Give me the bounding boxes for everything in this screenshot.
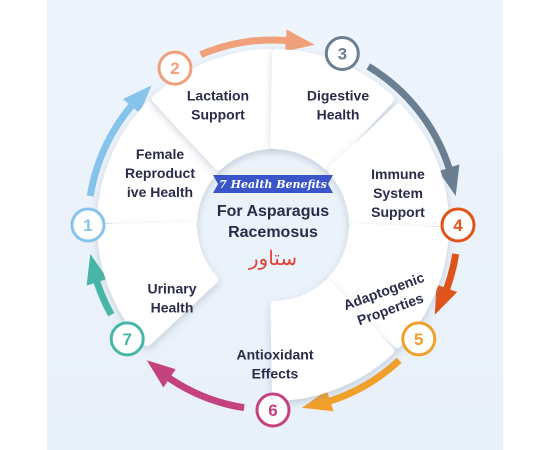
- benefit-card-1: [97, 101, 220, 227]
- center-title-line2: Racemosus: [228, 224, 318, 241]
- ring-arc-6: [159, 369, 245, 412]
- center-block: 7 Health Benefits For Asparagus Racemosu…: [213, 175, 333, 270]
- number-badge-7: [109, 321, 145, 357]
- number-badge-text-6: 6: [268, 401, 277, 420]
- benefit-label-line: Health: [151, 300, 194, 316]
- benefit-card-3: [270, 49, 395, 171]
- benefit-label-line: Health: [317, 107, 360, 123]
- number-badge-text-5: 5: [414, 330, 423, 349]
- benefit-label-line: Effects: [252, 366, 299, 382]
- center-urdu-text: ستاور: [248, 246, 297, 270]
- ring-arrowhead-6: [146, 360, 176, 388]
- benefit-card-4: [327, 103, 449, 228]
- benefit-label-line: Reproduct: [125, 165, 195, 181]
- ring-arc-1: [86, 96, 141, 197]
- arrow-ring: [86, 29, 460, 412]
- number-badge-text-3: 3: [338, 44, 347, 63]
- ring-arc-3: [366, 63, 456, 179]
- number-badge-6: [255, 392, 291, 428]
- number-badge-3: [324, 35, 360, 71]
- benefit-label-line: Support: [371, 204, 425, 220]
- center-banner-text: 7 Health Benefits: [219, 178, 327, 191]
- number-badge-5: [401, 321, 437, 357]
- number-badge-text-1: 1: [83, 216, 92, 235]
- ring-arrowhead-5: [301, 390, 334, 412]
- benefit-label-line: Lactation: [187, 88, 249, 104]
- center-banner: [213, 175, 333, 193]
- benefit-label-line: System: [373, 185, 423, 201]
- number-badge-4: [440, 207, 476, 243]
- ring-arrowhead-7: [86, 253, 108, 286]
- benefit-label-line: ive Health: [127, 184, 193, 200]
- ring-arrowhead-1: [122, 85, 152, 114]
- number-badge-text-2: 2: [170, 59, 179, 78]
- benefit-label-line: Urinary: [147, 281, 196, 297]
- number-badges: 1 2 3 4 5 6 7: [70, 35, 476, 428]
- number-badge-2: [157, 50, 193, 86]
- number-badge-text-4: 4: [453, 216, 463, 235]
- benefit-label-line: Female: [136, 146, 184, 162]
- number-badge-text-7: 7: [122, 330, 131, 349]
- benefit-label-line: Support: [191, 107, 245, 123]
- ring-arrowhead-4: [434, 284, 458, 315]
- number-badge-1: [70, 207, 106, 243]
- benefit-label-line: Immune: [371, 166, 425, 182]
- ring-arrowhead-2: [285, 29, 315, 52]
- benefit-card-6: [270, 279, 395, 401]
- benefit-label-line: Antioxidant: [237, 347, 314, 363]
- benefit-label-line: Digestive: [307, 88, 369, 104]
- ring-arrowhead-3: [438, 164, 460, 197]
- center-title-line1: For Asparagus: [217, 203, 329, 220]
